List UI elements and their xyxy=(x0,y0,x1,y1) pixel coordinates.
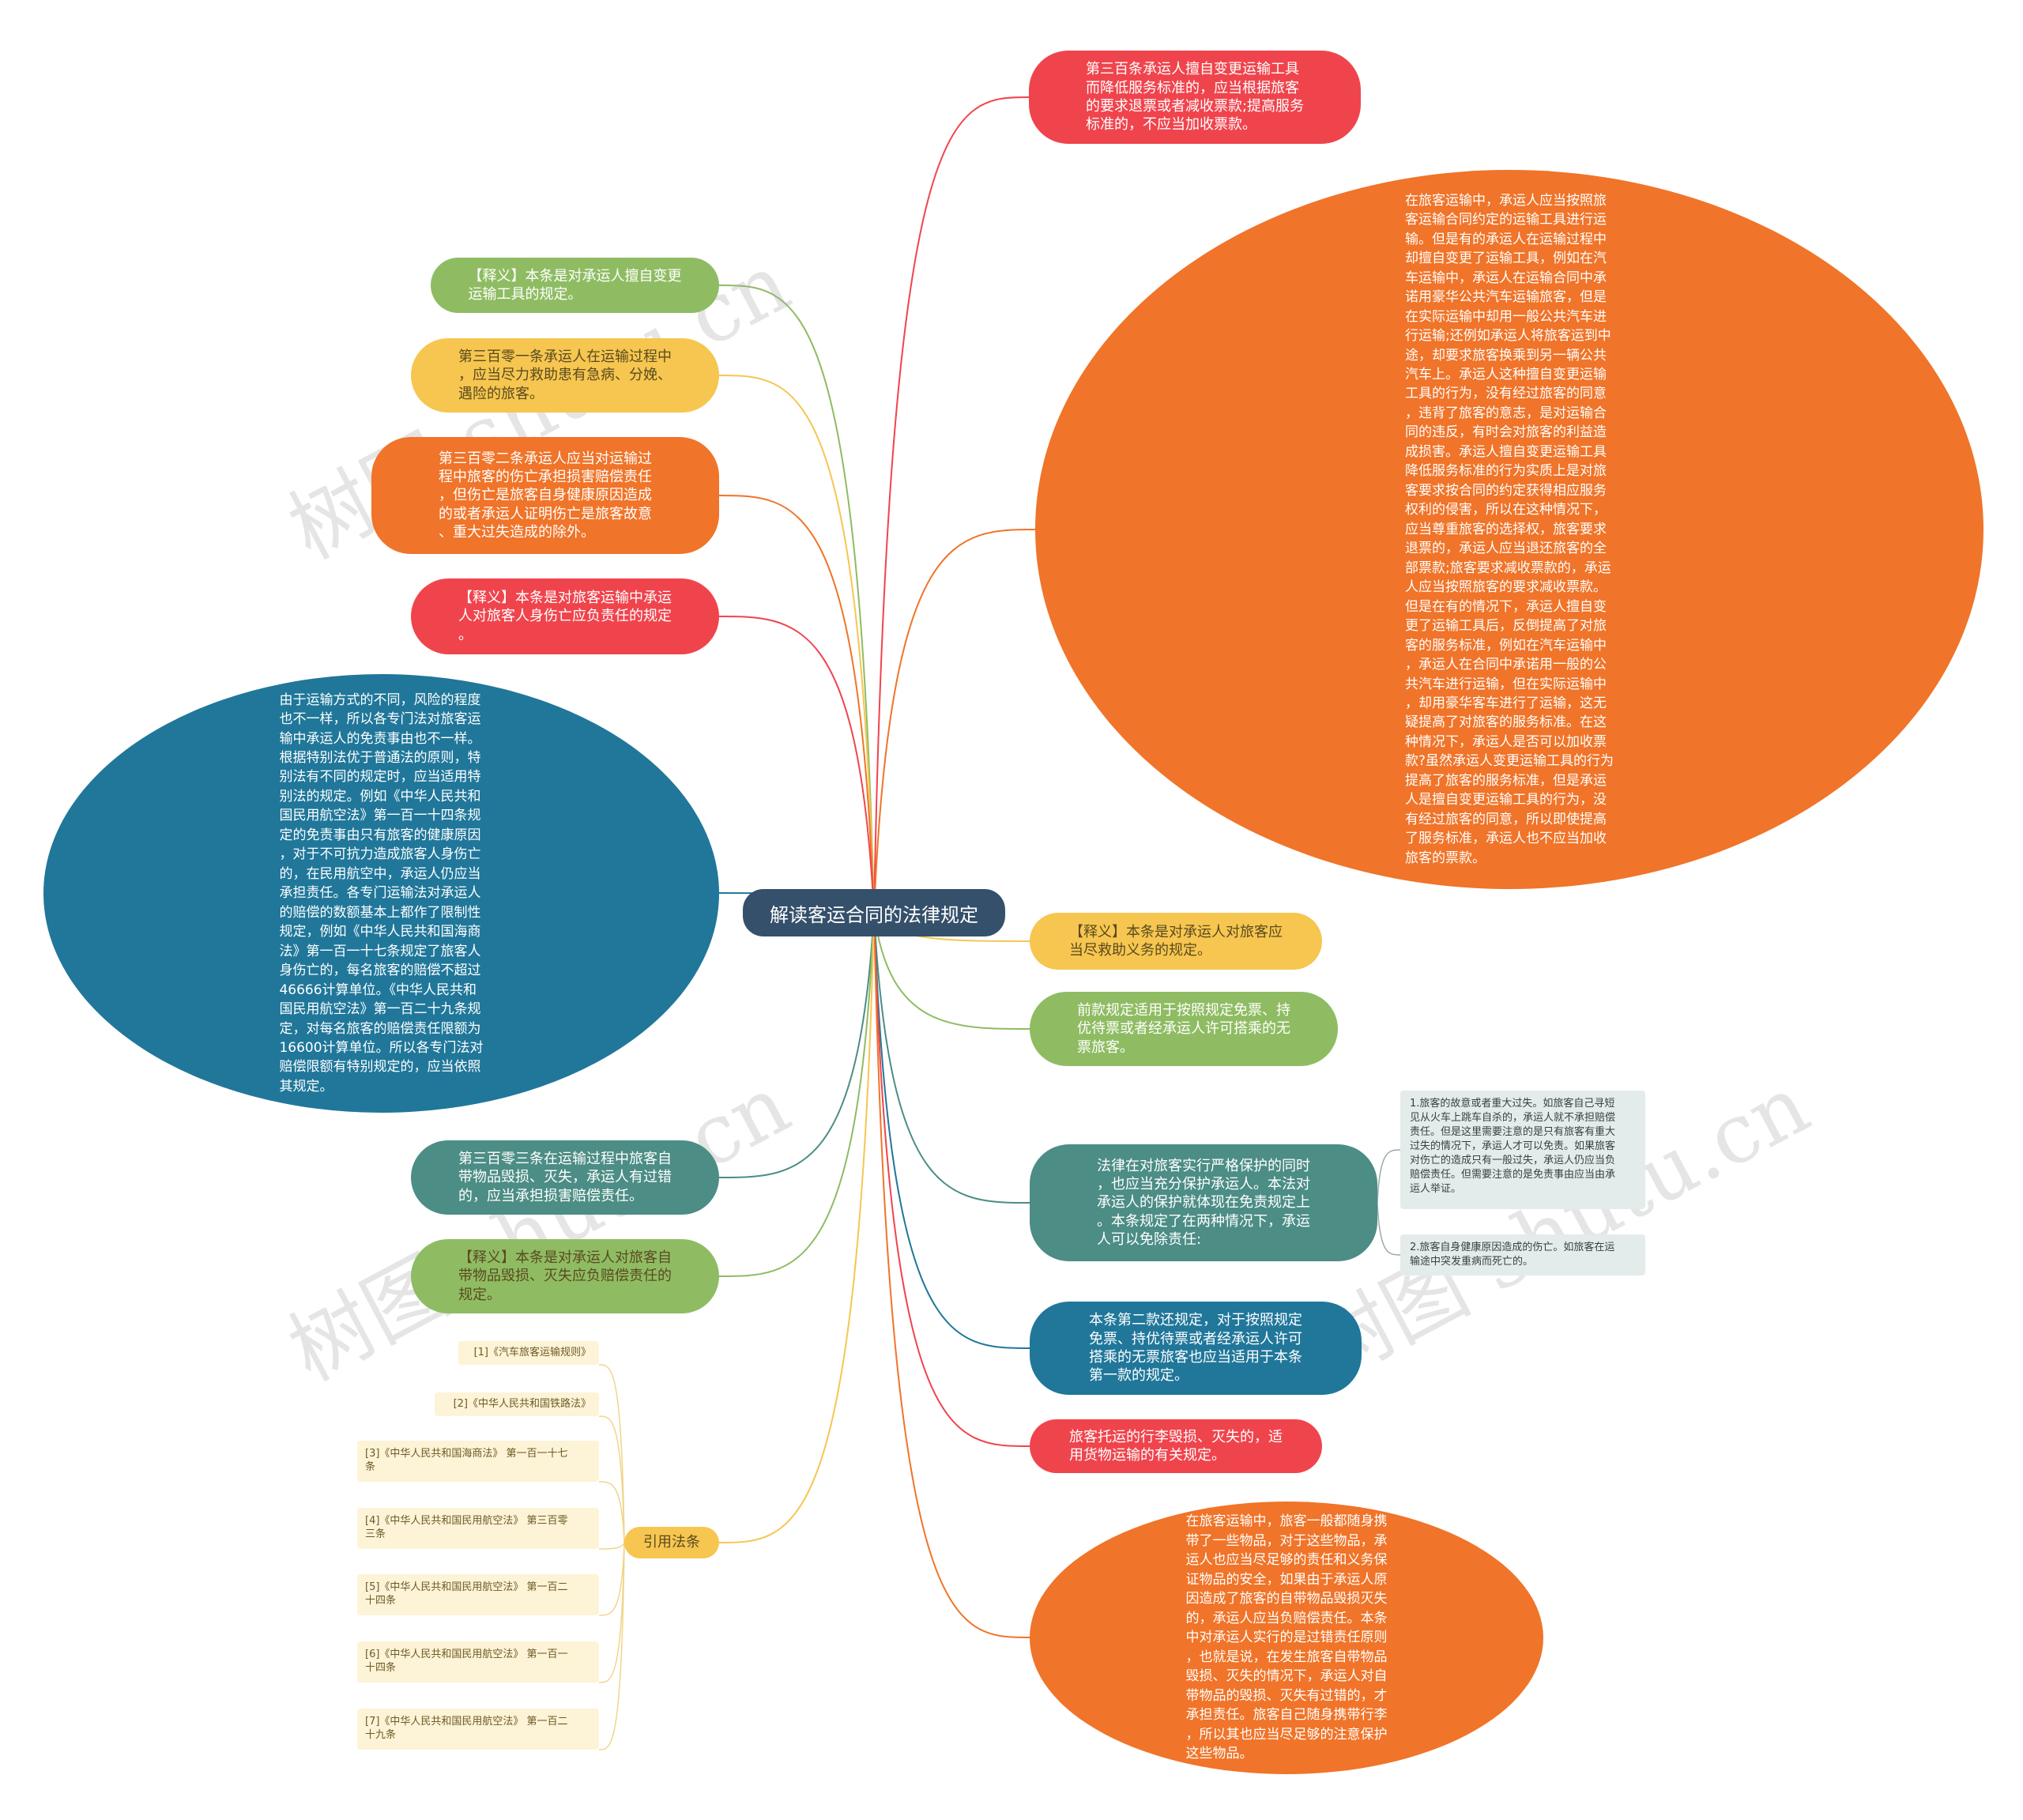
topic-injury-liability-note[interactable]: 【释义】本条是对旅客运输中承运 人对旅客人身伤亡应负责任的规定 。 xyxy=(411,578,719,654)
reference-item[interactable]: [5]《中华人民共和国民用航空法》 第一百二 十四条 xyxy=(357,1574,599,1615)
topic-article-300[interactable]: 第三百条承运人擅自变更运输工具 而降低服务标准的，应当根据旅客 的要求退票或者减… xyxy=(1029,51,1361,144)
connector-line xyxy=(718,912,875,1543)
topic-article-302[interactable]: 第三百零二条承运人应当对运输过 程中旅客的伤亡承担损害赔偿责任 ，但伤亡是旅客自… xyxy=(371,437,719,554)
connector-line xyxy=(718,284,875,914)
topic-article-300-explanation[interactable]: 在旅客运输中，承运人应当按照旅 客运输合同约定的运输工具进行运 输。但是有的承运… xyxy=(1035,170,1983,889)
connector-line xyxy=(718,495,875,914)
connector-line xyxy=(598,1542,625,1550)
topic-carry-on-items-explanation[interactable]: 在旅客运输中，旅客一般都随身携 带了一些物品，对于这些物品，承 运人也应当尽足够… xyxy=(1030,1502,1543,1774)
reference-item[interactable]: [1]《汽车旅客运输规则》 xyxy=(458,1341,599,1365)
connector-line xyxy=(598,1542,625,1750)
connector-line xyxy=(1377,1149,1401,1204)
central-topic-label: 解读客运合同的法律规定 xyxy=(770,903,978,926)
connector-line xyxy=(873,529,1038,914)
connector-line xyxy=(873,912,1030,1030)
connector-line xyxy=(598,1542,625,1616)
reference-item[interactable]: [3]《中华人民共和国海商法》 第一百一十七 条 xyxy=(357,1441,599,1482)
central-topic[interactable]: 解读客运合同的法律规定 xyxy=(743,889,1005,936)
connector-line xyxy=(718,912,875,1178)
connector-line xyxy=(598,1364,625,1543)
connector-line xyxy=(873,912,1030,1638)
topic-rescue-duty-note[interactable]: 【释义】本条是对承运人对旅客应 当尽救助义务的规定。 xyxy=(1030,913,1322,970)
connector-line xyxy=(718,912,875,1277)
reference-item[interactable]: [4]《中华人民共和国民用航空法》 第三百零 三条 xyxy=(357,1508,599,1549)
connector-line xyxy=(873,912,1030,1447)
topic-article-303[interactable]: 第三百零三条在运输过程中旅客自 带物品毁损、灭失，承运人有过错 的，应当承担损害… xyxy=(411,1140,719,1215)
connector-line xyxy=(1377,1202,1401,1256)
connector-line xyxy=(718,375,875,914)
connector-line xyxy=(598,1481,625,1543)
reference-item[interactable]: [6]《中华人民共和国民用航空法》 第一百一 十四条 xyxy=(357,1641,599,1682)
topic-checked-luggage[interactable]: 旅客托运的行李毁损、灭失的，适 用货物运输的有关规定。 xyxy=(1030,1419,1322,1473)
topic-carrier-protection[interactable]: 法律在对旅客实行严格保护的同时 ，也应当充分保护承运人。本法对 承运人的保护就体… xyxy=(1030,1144,1377,1261)
topic-free-ticket-passengers[interactable]: 前款规定适用于按照规定免票、持 优待票或者经承运人许可搭乘的无 票旅客。 xyxy=(1030,992,1338,1066)
connector-line xyxy=(598,1415,625,1543)
connector-line xyxy=(718,616,875,914)
connector-line xyxy=(873,96,1030,914)
topic-special-law-exemptions[interactable]: 由于运输方式的不同，风险的程度 也不一样，所以各专门法对旅客运 输中承运人的免责… xyxy=(43,674,719,1113)
reference-item[interactable]: [2]《中华人民共和国铁路法》 xyxy=(435,1392,599,1416)
topic-vehicle-change-note[interactable]: 【释义】本条是对承运人擅自变更 运输工具的规定。 xyxy=(431,258,719,313)
exemption-item[interactable]: 2.旅客自身健康原因造成的伤亡。如旅客在运 输途中突发重病而死亡的。 xyxy=(1400,1234,1645,1276)
topic-second-paragraph[interactable]: 本条第二款还规定，对于按照规定 免票、持优待票或者经承运人许可 搭乘的无票旅客也… xyxy=(1030,1302,1362,1395)
exemption-item[interactable]: 1.旅客的故意或者重大过失。如旅客自己寻短 见从火车上跳车自杀的，承运人就不承担… xyxy=(1400,1091,1645,1209)
topic-carry-on-items-note[interactable]: 【释义】本条是对承运人对旅客自 带物品毁损、灭失应负赔偿责任的 规定。 xyxy=(411,1239,719,1313)
topic-cited-laws[interactable]: 引用法条 xyxy=(624,1527,719,1558)
connector-line xyxy=(873,912,1030,1349)
topic-article-301[interactable]: 第三百零一条承运人在运输过程中 ，应当尽力救助患有急病、分娩、 遇险的旅客。 xyxy=(411,338,719,413)
connector-line xyxy=(873,912,1030,1204)
reference-item[interactable]: [7]《中华人民共和国民用航空法》 第一百二 十九条 xyxy=(357,1709,599,1750)
